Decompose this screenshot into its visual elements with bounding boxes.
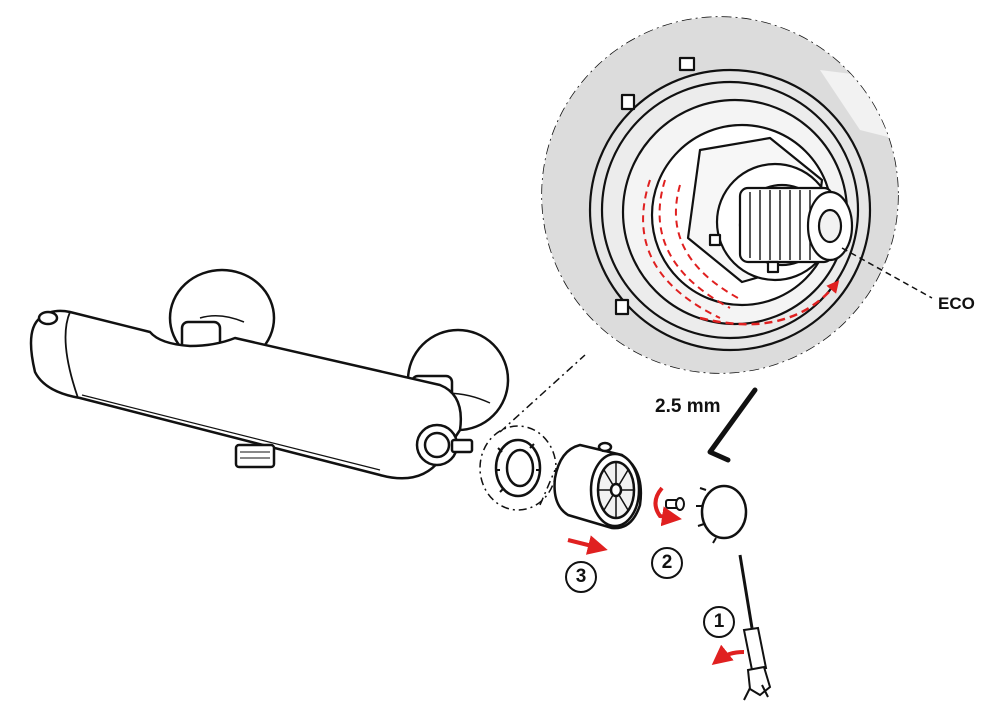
- arrow-step-1: [711, 644, 745, 665]
- allen-key: [707, 387, 758, 463]
- step-3-badge: 3: [565, 561, 597, 593]
- eco-label: ECO: [938, 294, 975, 313]
- mixer-tap: [29, 268, 510, 480]
- spindle-stub: [450, 438, 474, 454]
- step-1-badge: 1: [703, 606, 735, 638]
- ring-nut: [494, 438, 542, 498]
- mixer-body: [29, 309, 463, 480]
- arrow-step-3: [567, 535, 608, 555]
- step-2-badge: 2: [651, 547, 683, 579]
- nut-callout: [479, 425, 557, 511]
- rotation-arrow: [699, 280, 840, 326]
- outlet-nozzle: [234, 443, 276, 469]
- allen-key-size-label: 2.5 mm: [655, 396, 721, 417]
- screwdriver: [738, 554, 772, 701]
- zoom-detail: [541, 16, 899, 374]
- arrow-step-2: [653, 486, 682, 527]
- handle-screw: [665, 497, 685, 511]
- temperature-handle: [553, 441, 643, 530]
- eco-leader: [841, 247, 933, 299]
- cover-cap: [696, 484, 748, 544]
